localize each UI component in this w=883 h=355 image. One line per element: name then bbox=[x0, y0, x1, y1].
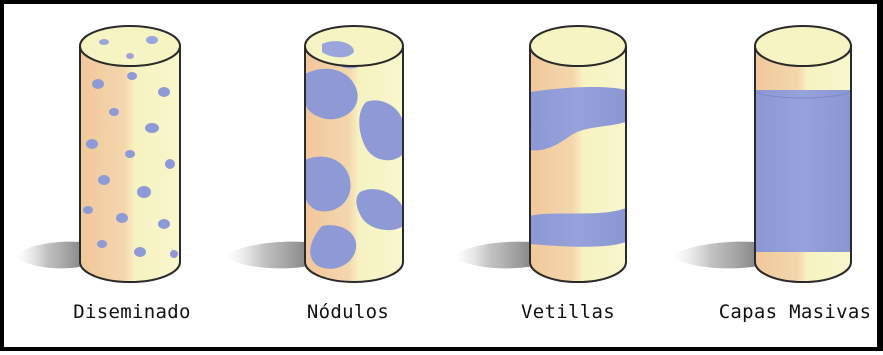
core-vetillas bbox=[454, 24, 626, 284]
shadow-diseminado bbox=[16, 242, 84, 269]
label-capas-masivas: Capas Masivas bbox=[719, 301, 872, 323]
core-nodulos bbox=[226, 24, 403, 284]
shadow-nodulos bbox=[226, 242, 309, 269]
shadow-vetillas bbox=[454, 242, 534, 269]
label-diseminado: Diseminado bbox=[73, 301, 190, 323]
massive-layer bbox=[755, 90, 851, 252]
shadow-capas-masivas bbox=[672, 242, 759, 269]
label-nodulos: Nódulos bbox=[307, 301, 389, 323]
core-diseminado bbox=[16, 24, 180, 284]
label-vetillas: Vetillas bbox=[521, 301, 615, 323]
core-capas-masivas bbox=[672, 24, 851, 284]
